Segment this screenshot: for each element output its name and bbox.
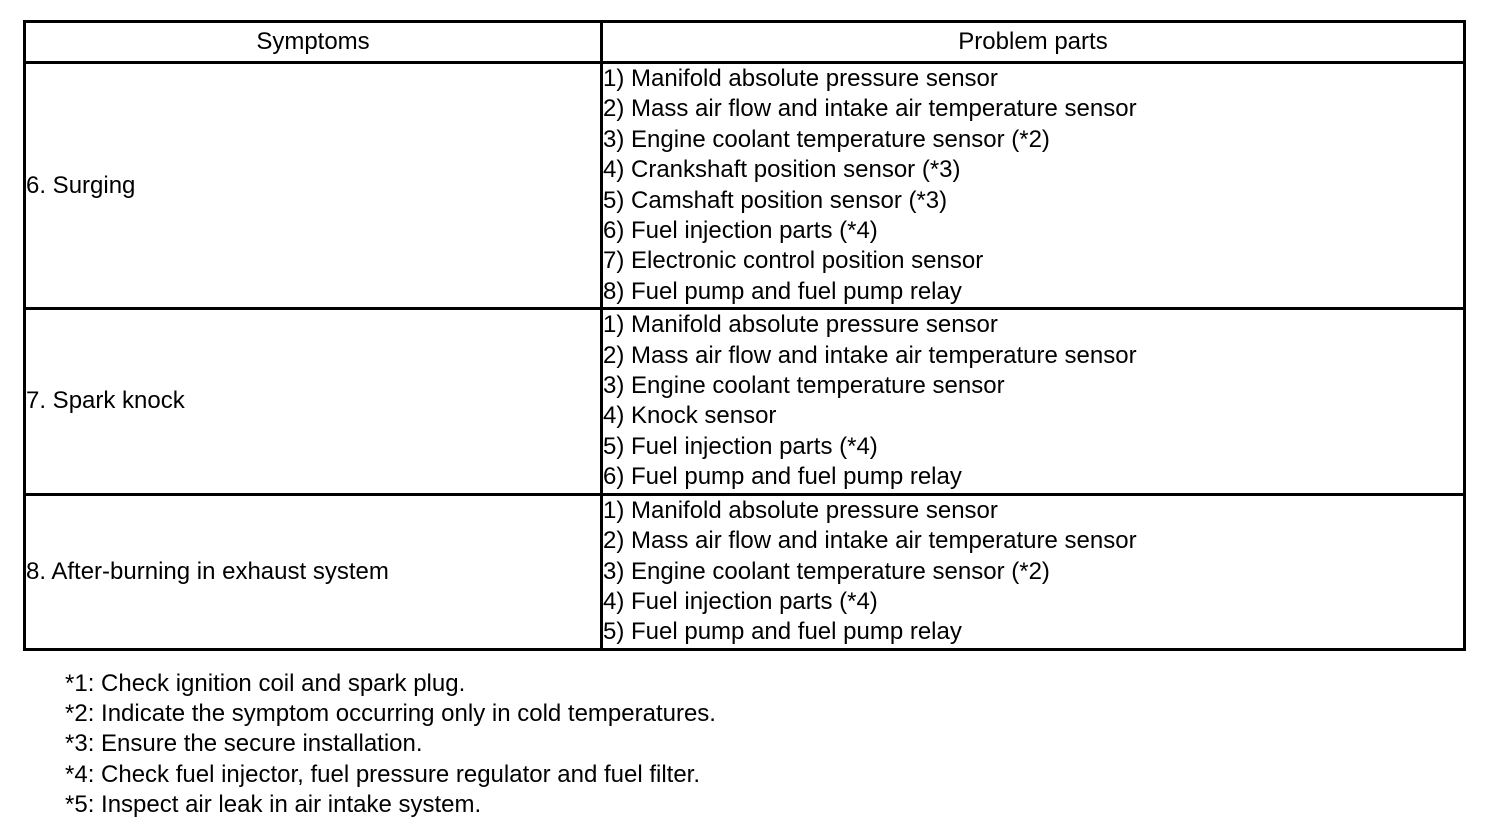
list-item: 3) Engine coolant temperature sensor (*2… [603,557,1050,585]
list-item: 5) Fuel pump and fuel pump relay [603,618,962,646]
list-item: 1) Manifold absolute pressure sensor [603,311,998,339]
list-item: 8) Fuel pump and fuel pump relay [603,277,962,305]
problem-parts-list: 1) Manifold absolute pressure sensor 2) … [603,496,1463,648]
table-header: Symptoms Problem parts [23,20,1466,64]
table-body: 6. Surging 1) Manifold absolute pressure… [23,60,1466,651]
symptom-cell: 7. Spark knock [23,307,603,496]
table-row: 8. After-burning in exhaust system 1) Ma… [23,492,1466,651]
footnote-item: *5: Inspect air leak in air intake syste… [65,790,482,818]
list-item: 1) Manifold absolute pressure sensor [603,496,998,524]
column-header-problem-parts: Problem parts [600,20,1466,64]
problem-parts-cell: 1) Manifold absolute pressure sensor 2) … [600,307,1466,496]
problem-parts-list: 1) Manifold absolute pressure sensor 2) … [603,64,1463,307]
list-item: 2) Mass air flow and intake air temperat… [603,527,1137,555]
list-item: 6) Fuel pump and fuel pump relay [603,463,962,491]
list-item: 7) Electronic control position sensor [603,247,984,275]
symptom-cell: 8. After-burning in exhaust system [23,492,603,651]
problem-parts-list: 1) Manifold absolute pressure sensor 2) … [603,310,1463,492]
list-item: 2) Mass air flow and intake air temperat… [603,95,1137,123]
footnote-item: *1: Check ignition coil and spark plug. [65,670,466,697]
footnotes-list: *1: Check ignition coil and spark plug. … [65,669,716,820]
footnote-item: *4: Check fuel injector, fuel pressure r… [65,760,701,788]
problem-parts-cell: 1) Manifold absolute pressure sensor 2) … [600,60,1466,311]
footnote-item: *2: Indicate the symptom occurring only … [65,700,716,728]
list-item: 5) Camshaft position sensor (*3) [603,186,948,214]
list-item: 5) Fuel injection parts (*4) [603,432,878,460]
list-item: 4) Knock sensor [603,402,777,430]
list-item: 3) Engine coolant temperature sensor [603,372,1005,400]
list-item: 2) Mass air flow and intake air temperat… [603,341,1137,369]
problem-parts-cell: 1) Manifold absolute pressure sensor 2) … [600,492,1466,651]
table-row: 7. Spark knock 1) Manifold absolute pres… [23,307,1466,496]
table-row: 6. Surging 1) Manifold absolute pressure… [23,60,1466,311]
table-header-row: Symptoms Problem parts [23,20,1466,64]
list-item: 6) Fuel injection parts (*4) [603,217,878,245]
list-item: 3) Engine coolant temperature sensor (*2… [603,125,1050,153]
footnote-item: *3: Ensure the secure installation. [65,730,423,758]
list-item: 1) Manifold absolute pressure sensor [603,65,998,92]
symptom-cell: 6. Surging [23,60,603,311]
column-header-symptoms: Symptoms [23,20,603,64]
list-item: 4) Fuel injection parts (*4) [603,587,878,615]
symptoms-problem-parts-table: Symptoms Problem parts 6. Surging 1) Man… [23,20,1466,651]
list-item: 4) Crankshaft position sensor (*3) [603,156,961,184]
